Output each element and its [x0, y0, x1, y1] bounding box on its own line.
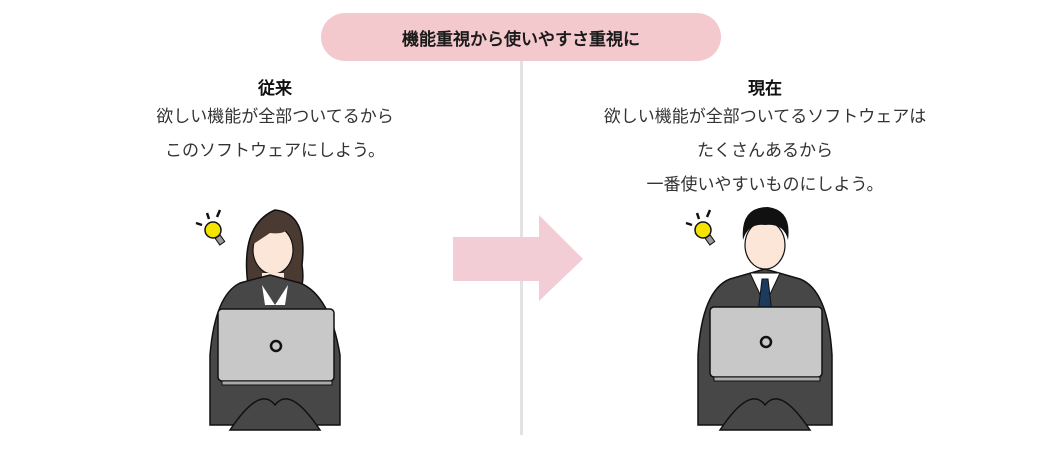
title-banner: 機能重視から使いやすさ重視に	[321, 13, 721, 61]
right-arrow-icon	[453, 215, 583, 301]
before-line-2: このソフトウェアにしよう。	[165, 141, 385, 161]
after-line-1: 欲しい機能が全部ついてるソフトウェアは	[603, 107, 927, 127]
laptop-icon	[217, 308, 335, 386]
lightbulb-icon	[195, 209, 226, 246]
laptop-icon	[709, 306, 823, 382]
title-text: 機能重視から使いやすさ重視に	[402, 29, 640, 50]
after-line-2: たくさんあるから	[697, 141, 833, 161]
before-heading: 従来	[258, 79, 292, 99]
before-column: 従来 欲しい機能が全部ついてるから このソフトウェアにしよう。	[120, 78, 430, 168]
after-column: 現在 欲しい機能が全部ついてるソフトウェアは たくさんあるから 一番使いやすいも…	[560, 78, 970, 202]
before-line-1: 欲しい機能が全部ついてるから	[156, 107, 394, 127]
after-line-3: 一番使いやすいものにしよう。	[646, 175, 884, 195]
lightbulb-icon	[685, 209, 716, 246]
man-with-laptop-illustration	[685, 207, 833, 431]
woman-with-laptop-illustration	[195, 209, 341, 431]
after-heading: 現在	[748, 79, 782, 99]
